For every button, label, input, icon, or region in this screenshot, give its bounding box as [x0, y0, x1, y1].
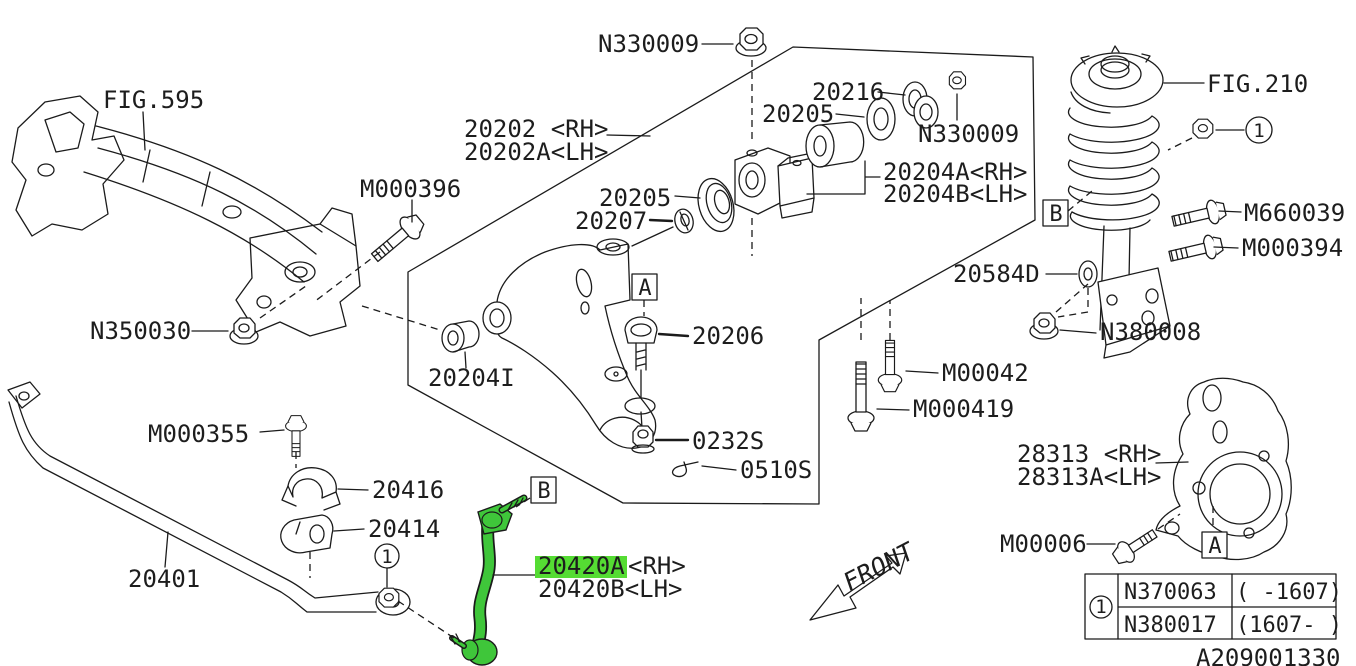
callout-20414: 20414 — [368, 515, 440, 543]
bushing-20204ab-icon — [805, 121, 865, 168]
washer-20584d-icon — [1078, 260, 1098, 288]
callout-fig595: FIG.595 — [103, 86, 204, 114]
nut-n330009-mid-icon — [948, 71, 967, 90]
callout-n330009-top: N330009 — [598, 30, 699, 58]
nut-circled1-strut-icon — [1192, 118, 1214, 139]
callout-20206: 20206 — [692, 322, 764, 350]
callout-0510s: 0510S — [740, 456, 812, 484]
svg-text:B: B — [1049, 202, 1062, 227]
callout-m000396: M000396 — [360, 175, 461, 203]
nut-n380008-icon — [1029, 312, 1059, 340]
bushing-20204i-icon — [441, 320, 480, 353]
table-range-row2: (1607- ) — [1236, 613, 1342, 638]
callout-20207: 20207 — [575, 207, 647, 235]
callout-20205-lower: 20205 — [599, 184, 671, 212]
washer-20207-icon — [674, 208, 694, 234]
bushing-20414-icon — [280, 514, 334, 554]
bolt-m000355-icon — [285, 415, 307, 457]
badge-b-link: B — [530, 476, 557, 504]
callout-20420a-side: <RH> — [628, 552, 686, 580]
svg-text:B: B — [537, 479, 550, 504]
front-arrow: FRONT — [809, 536, 917, 621]
badge-a-ball-joint: A — [631, 273, 658, 301]
bolt-m660039-icon — [1171, 199, 1227, 227]
callout-m000394: M000394 — [1242, 234, 1343, 262]
table-part-row1: N370063 — [1124, 580, 1217, 605]
nut-n330009-top-icon — [735, 27, 767, 57]
bolt-m000419-icon — [847, 361, 875, 432]
callout-20202-lh: 20202A<LH> — [464, 138, 609, 166]
ref-circle-bar: 1 — [374, 543, 400, 569]
callout-20420b: 20420B<LH> — [538, 575, 683, 603]
nut-circled1-bar-icon — [378, 587, 400, 608]
bolt-m000394-icon — [1168, 234, 1224, 262]
callout-m000419: M000419 — [913, 395, 1014, 423]
doc-code: A209001330 — [1196, 644, 1341, 666]
badge-b-strut: B — [1042, 199, 1069, 227]
badge-a-knuckle: A — [1201, 531, 1228, 559]
stabilizer-bar-art — [7, 381, 411, 616]
svg-text:1: 1 — [381, 546, 392, 568]
callout-20204b-lh: 20204B<LH> — [883, 180, 1028, 208]
nut-n350030-icon — [229, 317, 259, 345]
knuckle-art — [1155, 377, 1292, 561]
nut-0232s-icon — [631, 425, 655, 454]
callout-20416: 20416 — [372, 476, 444, 504]
callout-20584d: 20584D — [953, 260, 1040, 288]
callout-m00042: M00042 — [942, 359, 1029, 387]
callout-m660039: M660039 — [1244, 199, 1345, 227]
strut-art — [1067, 45, 1171, 359]
svg-text:A: A — [638, 276, 651, 301]
stabilizer-link-art — [449, 494, 528, 666]
badges: A A B B — [530, 199, 1228, 559]
callout-28313-rh: 28313 <RH> — [1017, 440, 1162, 468]
callout-20401: 20401 — [128, 565, 200, 593]
table-part-row2: N380017 — [1124, 613, 1217, 638]
callout-n350030: N350030 — [90, 317, 191, 345]
callout-20216: 20216 — [812, 78, 884, 106]
callout-20420a: 20420A — [538, 552, 625, 580]
substitution-table: 1 N370063 ( -1607) N380017 (1607- ) — [1084, 573, 1342, 640]
cotter-pin-0510s-icon — [671, 461, 699, 478]
callout-20204i: 20204I — [428, 364, 515, 392]
bushing-housing-art — [734, 147, 823, 219]
svg-text:1: 1 — [1095, 596, 1106, 618]
ball-joint-20206-icon — [624, 316, 658, 399]
callout-20202-rh: 20202 <RH> — [464, 115, 609, 143]
svg-text:A: A — [1208, 534, 1221, 559]
washer-20205-lower-icon — [697, 177, 735, 233]
subframe-art — [11, 95, 361, 337]
front-arrow-label: FRONT — [840, 536, 917, 598]
dashed-lines — [259, 60, 1214, 643]
callout-0232s: 0232S — [692, 427, 764, 455]
callout-20204a-rh: 20204A<RH> — [883, 158, 1028, 186]
callout-n330009-mid: N330009 — [918, 120, 1019, 148]
bolt-m00042-icon — [877, 339, 903, 393]
svg-text:1: 1 — [1253, 120, 1264, 142]
callout-m000355: M000355 — [148, 420, 249, 448]
control-arm-art — [482, 238, 657, 449]
callout-fig210: FIG.210 — [1207, 70, 1308, 98]
callout-labels: FIG.595 M000396 N350030 N330009 20202 <R… — [90, 30, 1345, 666]
table-range-row1: ( -1607) — [1236, 580, 1342, 605]
detail-box-outline — [407, 46, 1036, 505]
ref-circle-strut: 1 — [1245, 116, 1273, 144]
washer-axis-line — [631, 226, 674, 247]
washer-20205-upper-icon — [866, 97, 896, 141]
callout-n380008: N380008 — [1100, 318, 1201, 346]
callout-28313a-lh: 28313A<LH> — [1017, 463, 1162, 491]
washer-20216-icon — [902, 81, 939, 129]
callout-m00006: M00006 — [1000, 530, 1087, 558]
clamp-20416-icon — [281, 467, 341, 511]
bolt-m00006-icon — [1111, 529, 1158, 565]
ref-marks: 1 1 — [374, 116, 1273, 569]
table-ref-circle: 1 — [1089, 595, 1113, 619]
leader-lines — [142, 43, 1245, 588]
highlight-20420a — [535, 556, 627, 578]
callout-20205-upper: 20205 — [762, 100, 834, 128]
bolt-m000396-icon — [370, 214, 425, 263]
